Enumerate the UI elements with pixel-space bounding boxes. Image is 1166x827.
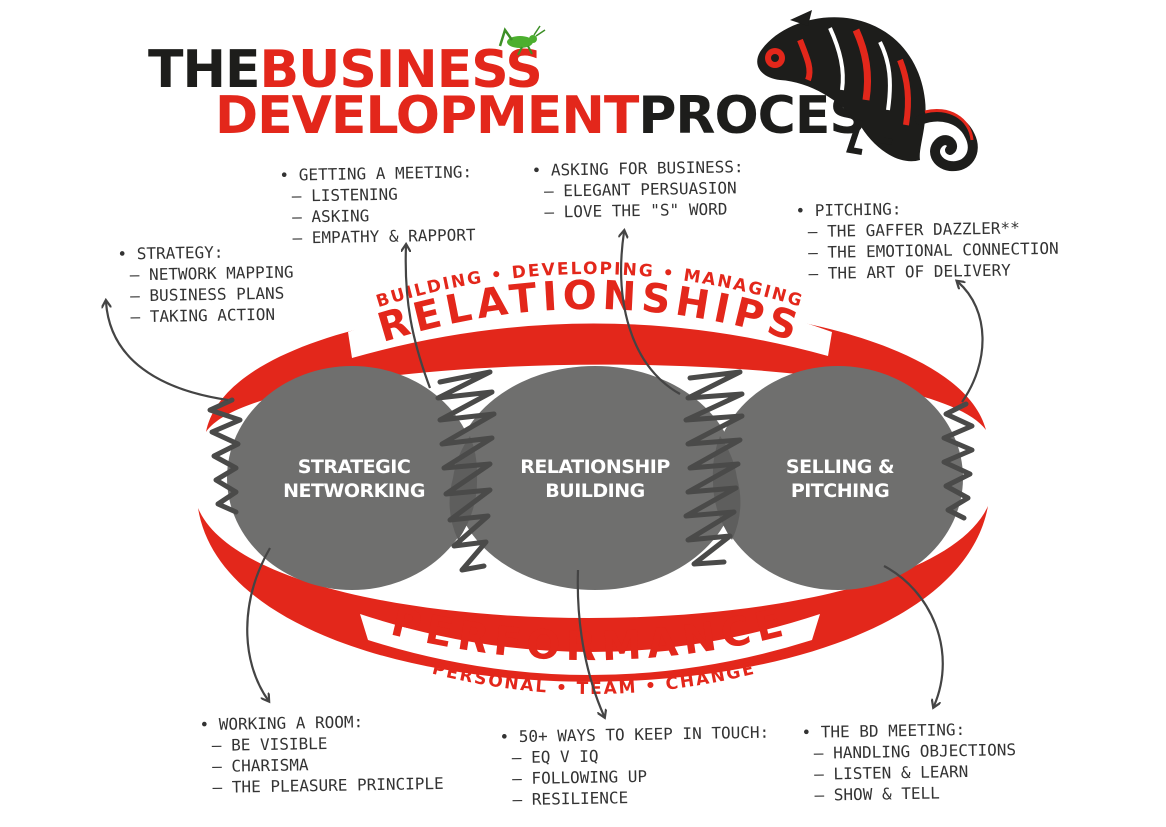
label-relationship-building: RELATIONSHIP BUILDING [495,455,695,503]
title-line-1: THEBUSINESS [148,44,543,96]
note-pitching: • PITCHING: – THE GAFFER DAZZLER** – THE… [795,196,1059,285]
label-strategic-networking-line2: NETWORKING [283,480,425,502]
grasshopper-icon [498,25,546,56]
note-strategy: • STRATEGY: – NETWORK MAPPING – BUSINESS… [117,240,294,327]
label-strategic-networking: STRATEGIC NETWORKING [254,455,454,503]
note-bdmeeting-item: – SHOW & TELL [814,783,940,805]
note-strategy-item: – TAKING ACTION [130,304,276,327]
venn-circles [227,366,963,590]
note-asking-item: – LOVE THE "S" WORD [544,199,728,222]
note-room-item: – THE PLEASURE PRINCIPLE [212,773,444,797]
scribble-spring-right [941,401,975,521]
note-bdmeeting-item: – HANDLING OBJECTIONS [813,740,1017,763]
scribble-spring-center-right [683,369,745,567]
note-bd-meeting: • THE BD MEETING: – HANDLING OBJECTIONS … [801,718,1017,806]
title-business: BUSINESS [259,40,543,100]
label-strategic-networking-line1: STRATEGIC [297,456,411,478]
label-selling-pitching: SELLING & PITCHING [740,455,940,503]
circle-selling-pitching [713,366,963,590]
arrow-bdmeeting [883,565,944,706]
note-meeting-item: – EMPATHY & RAPPORT [292,225,476,248]
scribble-spring-left [207,397,243,515]
arrow-pitching [958,282,984,403]
note-asking-for-business: • ASKING FOR BUSINESS: – ELEGANT PERSUAS… [531,156,744,223]
label-relationship-building-line1: RELATIONSHIP [520,456,670,478]
note-working-a-room: • WORKING A ROOM: – BE VISIBLE – CHARISM… [199,710,444,798]
note-strategy-item: – BUSINESS PLANS [130,283,285,306]
note-keep-in-touch: • 50+ WAYS TO KEEP IN TOUCH: – EQ V IQ –… [499,722,770,811]
arrow-asking [621,232,681,395]
label-selling-pitching-line2: PITCHING [790,480,890,502]
note-meeting-heading: • GETTING A MEETING: [279,162,473,185]
label-relationship-building-line2: BUILDING [545,480,645,502]
title-development: DEVELOPMENT [215,86,639,146]
arrow-meeting [406,246,432,389]
scribble-spring-center-left [435,369,497,573]
arrow-room [246,547,271,700]
label-selling-pitching-line1: SELLING & [785,456,895,478]
arrow-strategy [106,302,229,402]
circle-strategic-networking [227,366,477,590]
arrow-touch [576,569,604,716]
chameleon-icon [757,10,978,172]
circle-relationship-building [453,366,737,590]
title-the: THE [148,40,261,100]
note-getting-a-meeting: • GETTING A MEETING: – LISTENING – ASKIN… [279,161,475,248]
